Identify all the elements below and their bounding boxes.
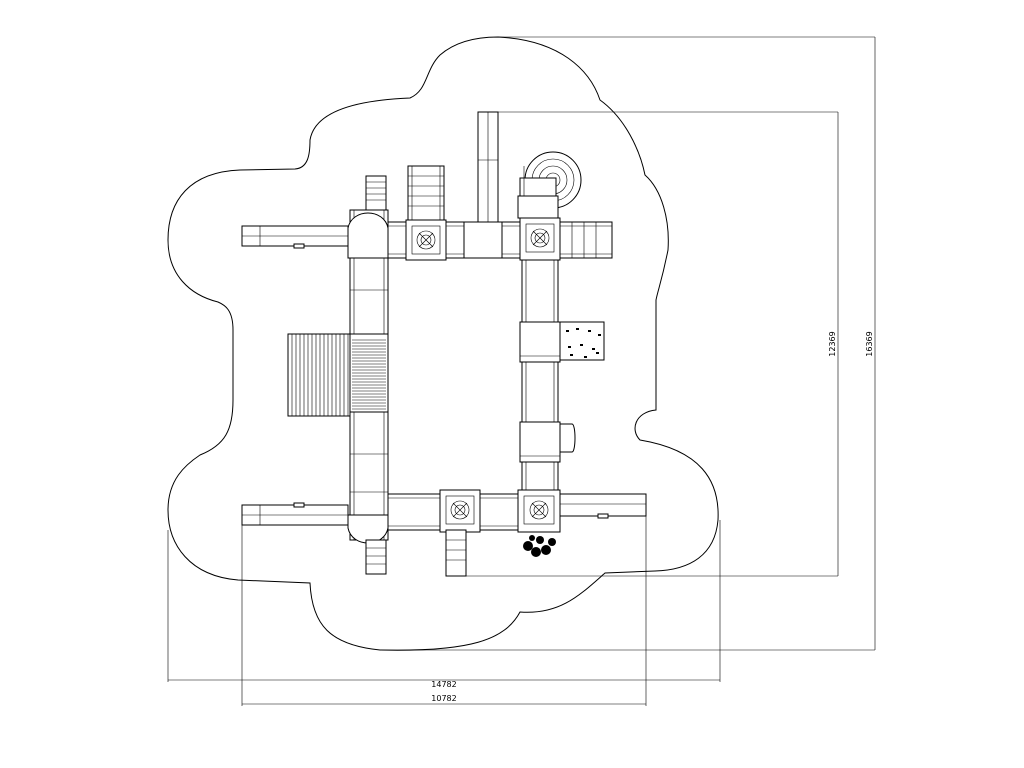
overall-height-dimension: 16369 [380,36,876,651]
overall-width-dimension: 14782 [167,520,721,689]
bottom-right-bridge [559,493,647,519]
left-top-platform [347,212,389,259]
top-right-deck [519,217,561,261]
structure-height-dimension: 12369 [466,111,839,577]
overall-height-label: 16369 [865,331,874,356]
bottom-left-ladder [365,539,387,575]
top-left-bridge [241,225,349,249]
structure-width-dimension: 10782 [241,500,647,706]
left-bottom-platform [347,514,389,544]
bottom-right-deck [517,489,561,533]
bottom-middle-deck [439,489,481,533]
structure-height-label: 12369 [828,331,837,356]
top-left-deck [405,219,447,261]
structure-width-label: 10782 [431,694,456,703]
safety-zone-outline [167,36,719,651]
top-tube-slide [477,111,499,223]
right-climbing-panel [559,321,605,361]
bottom-left-bridge [241,502,349,526]
top-right-bridge [559,221,613,259]
spiral-slide [517,151,582,219]
bottom-right-holds [523,535,556,557]
right-mid-deck-lower [519,421,576,463]
overall-width-label: 14782 [431,680,456,689]
right-mid-deck-upper [519,321,561,363]
top-ladder [407,165,445,221]
top-left-ladder [365,175,387,211]
left-slat-panel [287,333,389,417]
bottom-ladder [445,529,467,577]
